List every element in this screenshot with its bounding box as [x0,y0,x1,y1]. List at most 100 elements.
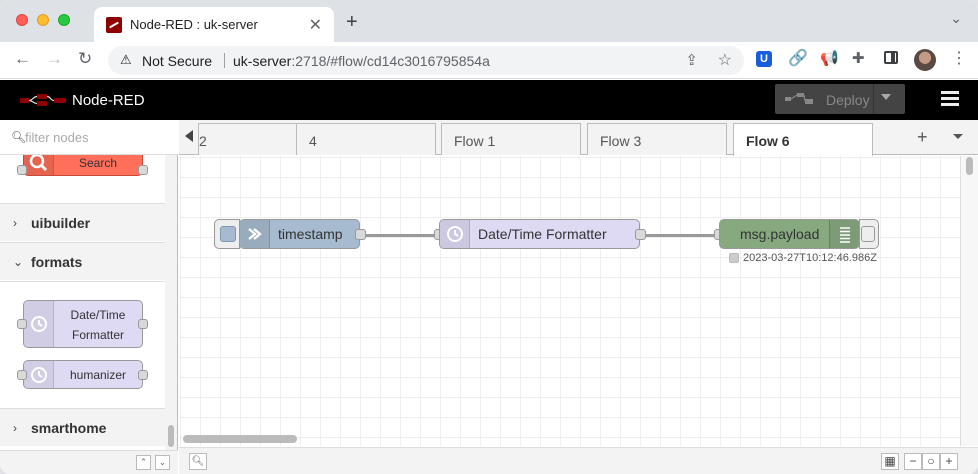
side-panel-icon[interactable] [884,51,898,64]
palette-node-datetime-formatter[interactable]: Date/Time Formatter [23,300,143,348]
app-title: Node-RED [72,92,145,109]
tab-flow-4[interactable]: 4 [296,123,436,155]
input-port [17,165,27,175]
vertical-scrollbar[interactable] [960,156,978,446]
navigator-map-icon[interactable]: ▦ [881,453,899,470]
maximize-window-button[interactable] [58,14,70,26]
filter-nodes-input[interactable]: filter nodes [25,130,89,145]
new-tab-button[interactable]: + [346,11,358,33]
warning-triangle-icon[interactable]: ⚠ [120,52,132,67]
palette-node-label: humanizer [69,368,127,382]
extensions-puzzle-icon[interactable]: ✚ [852,50,865,67]
flow-node-msg-payload[interactable]: msg.payload [719,219,860,249]
vertical-scrollbar-thumb[interactable] [966,157,973,175]
flow-node-timestamp[interactable]: timestamp [239,219,360,249]
close-window-button[interactable] [16,14,28,26]
node-red-favicon-icon [106,17,122,33]
palette-node-label-line2: Formatter [71,328,124,342]
input-port [17,319,27,329]
output-port [138,319,148,329]
tab-label: Flow 3 [600,133,642,149]
category-label: uibuilder [31,215,91,231]
timer-icon [24,301,54,347]
tab-label: Flow 6 [746,133,790,149]
reload-icon[interactable]: ↻ [78,49,93,68]
scroll-left-icon[interactable] [185,130,193,142]
output-port [138,165,148,175]
search-flows-icon[interactable]: 🔍︎ [189,453,207,470]
status-text: 2023-03-27T10:12:46.986Z [743,252,877,264]
inject-trigger-button[interactable] [214,219,240,249]
tab-flow-3[interactable]: Flow 3 [587,123,727,155]
close-tab-icon[interactable]: ✕ [308,17,322,34]
flow-node-label: timestamp [278,226,343,242]
palette-scrollbar-thumb[interactable] [168,425,174,447]
bookmark-star-icon[interactable]: ☆ [717,52,732,69]
tab-label: 2 [199,133,207,149]
palette-category-formats[interactable]: ⌄ formats [0,242,165,280]
node-palette: 🔍︎ filter nodes Search › uibuilder ⌄ for… [0,120,178,474]
main-menu-hamburger-icon[interactable] [941,91,959,107]
flow-node-label: Date/Time Formatter [478,226,607,242]
flow-node-label: msg.payload [740,226,820,242]
palette-node-search[interactable]: Search [23,155,143,176]
browser-tab-strip: Node-RED : uk-server ✕ + ⌄ [0,0,978,42]
palette-node-label-line1: Date/Time [70,308,126,322]
palette-category-uibuilder[interactable]: › uibuilder [0,203,165,241]
timer-icon [24,361,54,388]
debug-toggle-button[interactable] [859,219,879,249]
tab-flow-2[interactable]: 2 [198,123,312,155]
status-dot-icon [729,253,739,263]
security-label[interactable]: Not Secure [142,53,213,69]
browser-menu-kebab-icon[interactable]: ⋮ [951,50,967,67]
palette-list: Search › uibuilder ⌄ formats Date/Time [0,155,165,455]
profile-avatar[interactable] [914,49,936,71]
url-text[interactable]: uk-server:2718/#flow/cd14c3016795854a [233,53,490,69]
zoom-reset-icon[interactable]: ○ [922,453,940,470]
zoom-out-icon[interactable]: − [904,453,922,470]
add-flow-button[interactable]: + [917,127,928,147]
address-separator [224,53,225,68]
flow-canvas[interactable]: timestamp Date/Time Formatter msg.payloa… [179,156,960,446]
bitwarden-extension-icon[interactable]: U [756,51,772,67]
magnifier-icon [24,155,54,175]
palette-filter[interactable]: 🔍︎ filter nodes [0,120,178,155]
browser-tab[interactable]: Node-RED : uk-server ✕ [94,7,334,42]
tab-search-chevron-icon[interactable]: ⌄ [950,10,962,26]
tab-flow-6[interactable]: Flow 6 [733,123,873,156]
workspace-tab-bar: 2 4 Flow 1 Flow 3 Flow 6 + [179,120,978,156]
horizontal-scrollbar-thumb[interactable] [183,435,297,443]
flow-list-chevron-icon[interactable] [953,134,963,139]
megaphone-extension-icon[interactable]: 📢 [820,50,839,67]
link-extension-icon[interactable]: 🔗 [788,50,808,67]
output-port[interactable] [635,229,646,240]
tab-flow-1[interactable]: Flow 1 [441,123,581,155]
url-path: :2718/#flow/cd14c3016795854a [291,53,490,69]
palette-node-humanizer[interactable]: humanizer [23,360,143,389]
deploy-button[interactable]: Deploy [775,84,905,114]
deploy-icon [785,93,813,104]
minimize-window-button[interactable] [37,14,49,26]
palette-node-label: Search [78,156,118,170]
wire[interactable] [365,234,441,237]
chevron-down-icon: ⌄ [13,255,24,269]
back-arrow-icon[interactable]: ← [14,49,31,68]
palette-category-smarthome[interactable]: › smarthome [0,408,165,446]
output-port[interactable] [355,229,366,240]
zoom-in-icon[interactable]: + [940,453,958,470]
address-bar[interactable]: ⚠ Not Secure uk-server:2718/#flow/cd14c3… [108,46,744,75]
chevron-right-icon: › [13,216,17,230]
palette-footer: ⌃ ⌄ [0,450,178,474]
node-red-header: Node-RED Deploy [0,80,978,120]
collapse-all-icon[interactable]: ⌃ [136,455,151,470]
expand-all-icon[interactable]: ⌄ [155,455,170,470]
wire[interactable] [643,234,719,237]
deploy-label: Deploy [826,92,870,108]
flow-node-datetime-formatter[interactable]: Date/Time Formatter [439,219,640,249]
debug-list-icon [829,220,859,248]
forward-arrow-icon[interactable]: → [46,49,63,68]
input-port [17,370,27,380]
deploy-menu-chevron-icon[interactable] [881,94,891,100]
chevron-right-icon: › [13,421,17,435]
share-icon[interactable]: ⇪ [685,52,698,69]
